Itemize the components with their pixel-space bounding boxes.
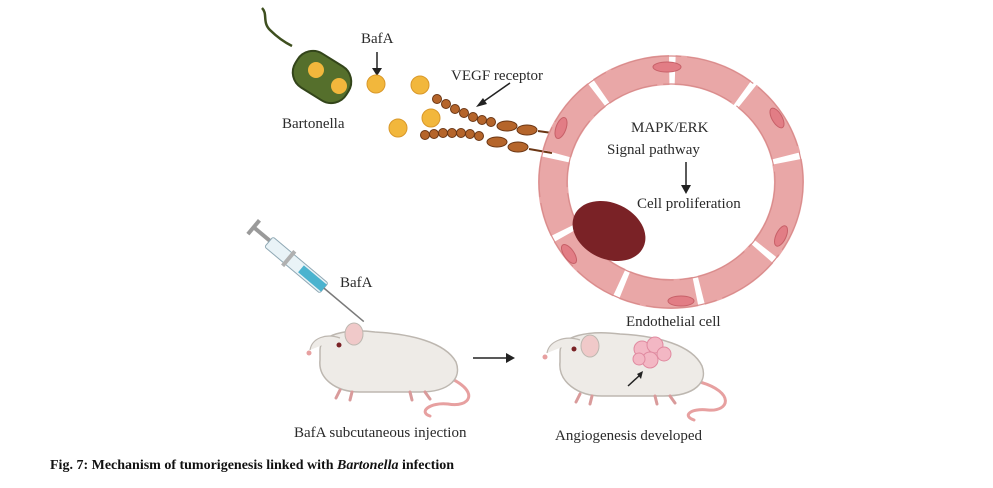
injection-label: BafA subcutaneous injection [294,425,467,441]
bafa-syringe-label: BafA [340,275,373,291]
caption-suffix: infection [398,458,455,473]
bartonella-label: Bartonella [282,116,345,132]
signal-pathway-label: Signal pathway [607,142,700,158]
mouse-angiogenesis [542,332,727,422]
endothelial-cell-label: Endothelial cell [626,314,721,330]
bafa-pointer-arrow [372,52,382,76]
syringe [246,219,365,323]
angiogenesis-label: Angiogenesis developed [555,428,703,444]
bafa-particles [366,74,441,138]
figure-caption: Fig. 7: Mechanism of tumorigenesis linke… [50,458,454,474]
progression-arrow [473,353,515,363]
vegf-receptor-arrow [476,82,511,107]
cell-nucleus [572,200,646,262]
endothelial-ring [538,55,804,309]
caption-italic: Bartonella [337,458,399,473]
mapk-erk-label: MAPK/ERK [631,120,709,136]
bartonella-bacterium [261,7,353,105]
tumor [632,336,672,369]
mouse-injected [306,322,471,418]
signal-arrow [681,162,691,194]
cell-proliferation-label: Cell proliferation [637,196,741,212]
bafa-label-top: BafA [361,31,394,47]
vegf-receptor-label: VEGF receptor [451,68,544,84]
vegf-receptors [420,94,553,154]
caption-prefix: Fig. 7: Mechanism of tumorigenesis linke… [50,458,337,473]
